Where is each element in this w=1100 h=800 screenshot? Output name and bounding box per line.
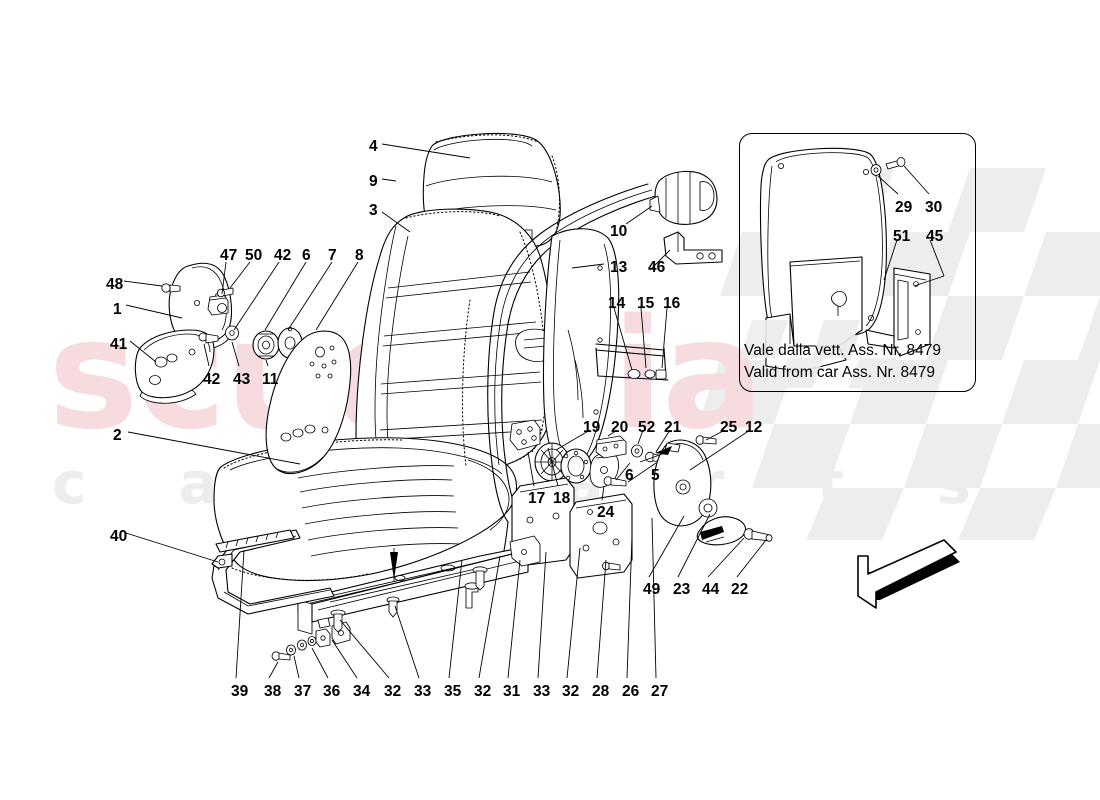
callout-number-2: 2 [113, 427, 122, 444]
note-line-italian: Vale dalla vett. Ass. Nr. 8479 [744, 342, 942, 359]
front-support-tube-40 [211, 529, 335, 615]
callout-number-8: 8 [355, 247, 364, 264]
callout-number-6: 6 [625, 467, 634, 484]
callout-number-36: 36 [323, 683, 341, 700]
flange-6-7 [277, 326, 303, 360]
rear-bracket [211, 529, 295, 569]
callout-number-49: 49 [643, 581, 661, 598]
callout-number-18: 18 [553, 490, 571, 507]
callout-number-42: 42 [274, 247, 292, 264]
seat-frame-side-plate-8 [265, 330, 352, 474]
callout-number-29: 29 [895, 199, 913, 216]
callout-number-10: 10 [610, 223, 628, 240]
release-lever [696, 498, 773, 546]
callout-number-21: 21 [664, 419, 682, 436]
callout-number-43: 43 [233, 371, 251, 388]
callout-number-3: 3 [369, 202, 378, 219]
recliner-plate-41 [134, 329, 215, 404]
callout-number-25: 25 [720, 419, 738, 436]
direction-arrow [857, 539, 960, 609]
callout-number-32: 32 [384, 683, 402, 700]
callout-number-52: 52 [638, 419, 656, 436]
bottom-left-fasteners [271, 617, 351, 661]
callout-number-12: 12 [745, 419, 763, 436]
seat-rails [297, 535, 541, 635]
callout-number-33: 33 [533, 683, 551, 700]
callout-number-31: 31 [503, 683, 521, 700]
callout-number-38: 38 [264, 683, 282, 700]
headrest [422, 132, 561, 257]
callout-number-41: 41 [110, 336, 128, 353]
callout-number-1: 1 [113, 301, 122, 318]
callout-number-28: 28 [592, 683, 610, 700]
applicability-note-text: Vale dalla vett. Ass. Nr. 8479 Valid fro… [744, 340, 974, 384]
screw-25 [695, 435, 717, 445]
callout-number-34: 34 [353, 683, 371, 700]
callout-number-45: 45 [926, 228, 944, 245]
callout-number-40: 40 [110, 528, 128, 545]
callout-number-48: 48 [106, 276, 124, 293]
callout-number-30: 30 [925, 199, 943, 216]
watermark-carparts: c a r p a r t s [52, 449, 1007, 517]
callout-number-47: 47 [220, 247, 238, 264]
callout-number-42: 42 [203, 371, 221, 388]
callout-number-5: 5 [651, 467, 660, 484]
callout-number-17: 17 [528, 490, 546, 507]
watermark-scuderia: scuderia [48, 286, 764, 463]
bracket-47-50 [207, 287, 234, 316]
callout-number-50: 50 [245, 247, 263, 264]
callout-number-51: 51 [893, 228, 911, 245]
callout-number-4: 4 [369, 138, 378, 155]
callout-number-32: 32 [562, 683, 580, 700]
callout-number-13: 13 [610, 259, 628, 276]
cross-rod-14-15-16 [595, 343, 669, 381]
callout-number-46: 46 [648, 259, 666, 276]
note-line-english: Valid from car Ass. Nr. 8479 [744, 364, 935, 381]
bracket-46 [663, 231, 723, 265]
callout-number-37: 37 [294, 683, 312, 700]
callout-number-26: 26 [622, 683, 640, 700]
callout-number-16: 16 [663, 295, 681, 312]
callout-number-39: 39 [231, 683, 249, 700]
callout-number-33: 33 [414, 683, 432, 700]
callout-number-22: 22 [731, 581, 749, 598]
callout-number-6: 6 [302, 247, 311, 264]
callout-number-14: 14 [608, 295, 626, 312]
seat-backrest [355, 208, 556, 477]
seat-cushion [213, 437, 518, 582]
side-trim-panel-1 [161, 262, 233, 351]
callout-number-20: 20 [611, 419, 629, 436]
callout-number-19: 19 [583, 419, 601, 436]
callout-number-9: 9 [369, 173, 378, 190]
rail-bolts [330, 566, 488, 633]
callout-number-24: 24 [597, 504, 615, 521]
callout-number-23: 23 [673, 581, 691, 598]
callout-number-35: 35 [444, 683, 462, 700]
callout-number-27: 27 [651, 683, 669, 700]
belt-guide-13 [542, 228, 620, 469]
leader-lines [123, 143, 767, 679]
belt-retractor [649, 170, 718, 225]
callout-number-7: 7 [328, 247, 337, 264]
callout-number-15: 15 [637, 295, 655, 312]
callout-number-44: 44 [702, 581, 720, 598]
fasteners-42-43-11 [198, 325, 280, 360]
callout-number-11: 11 [262, 371, 279, 388]
callout-number-32: 32 [474, 683, 492, 700]
